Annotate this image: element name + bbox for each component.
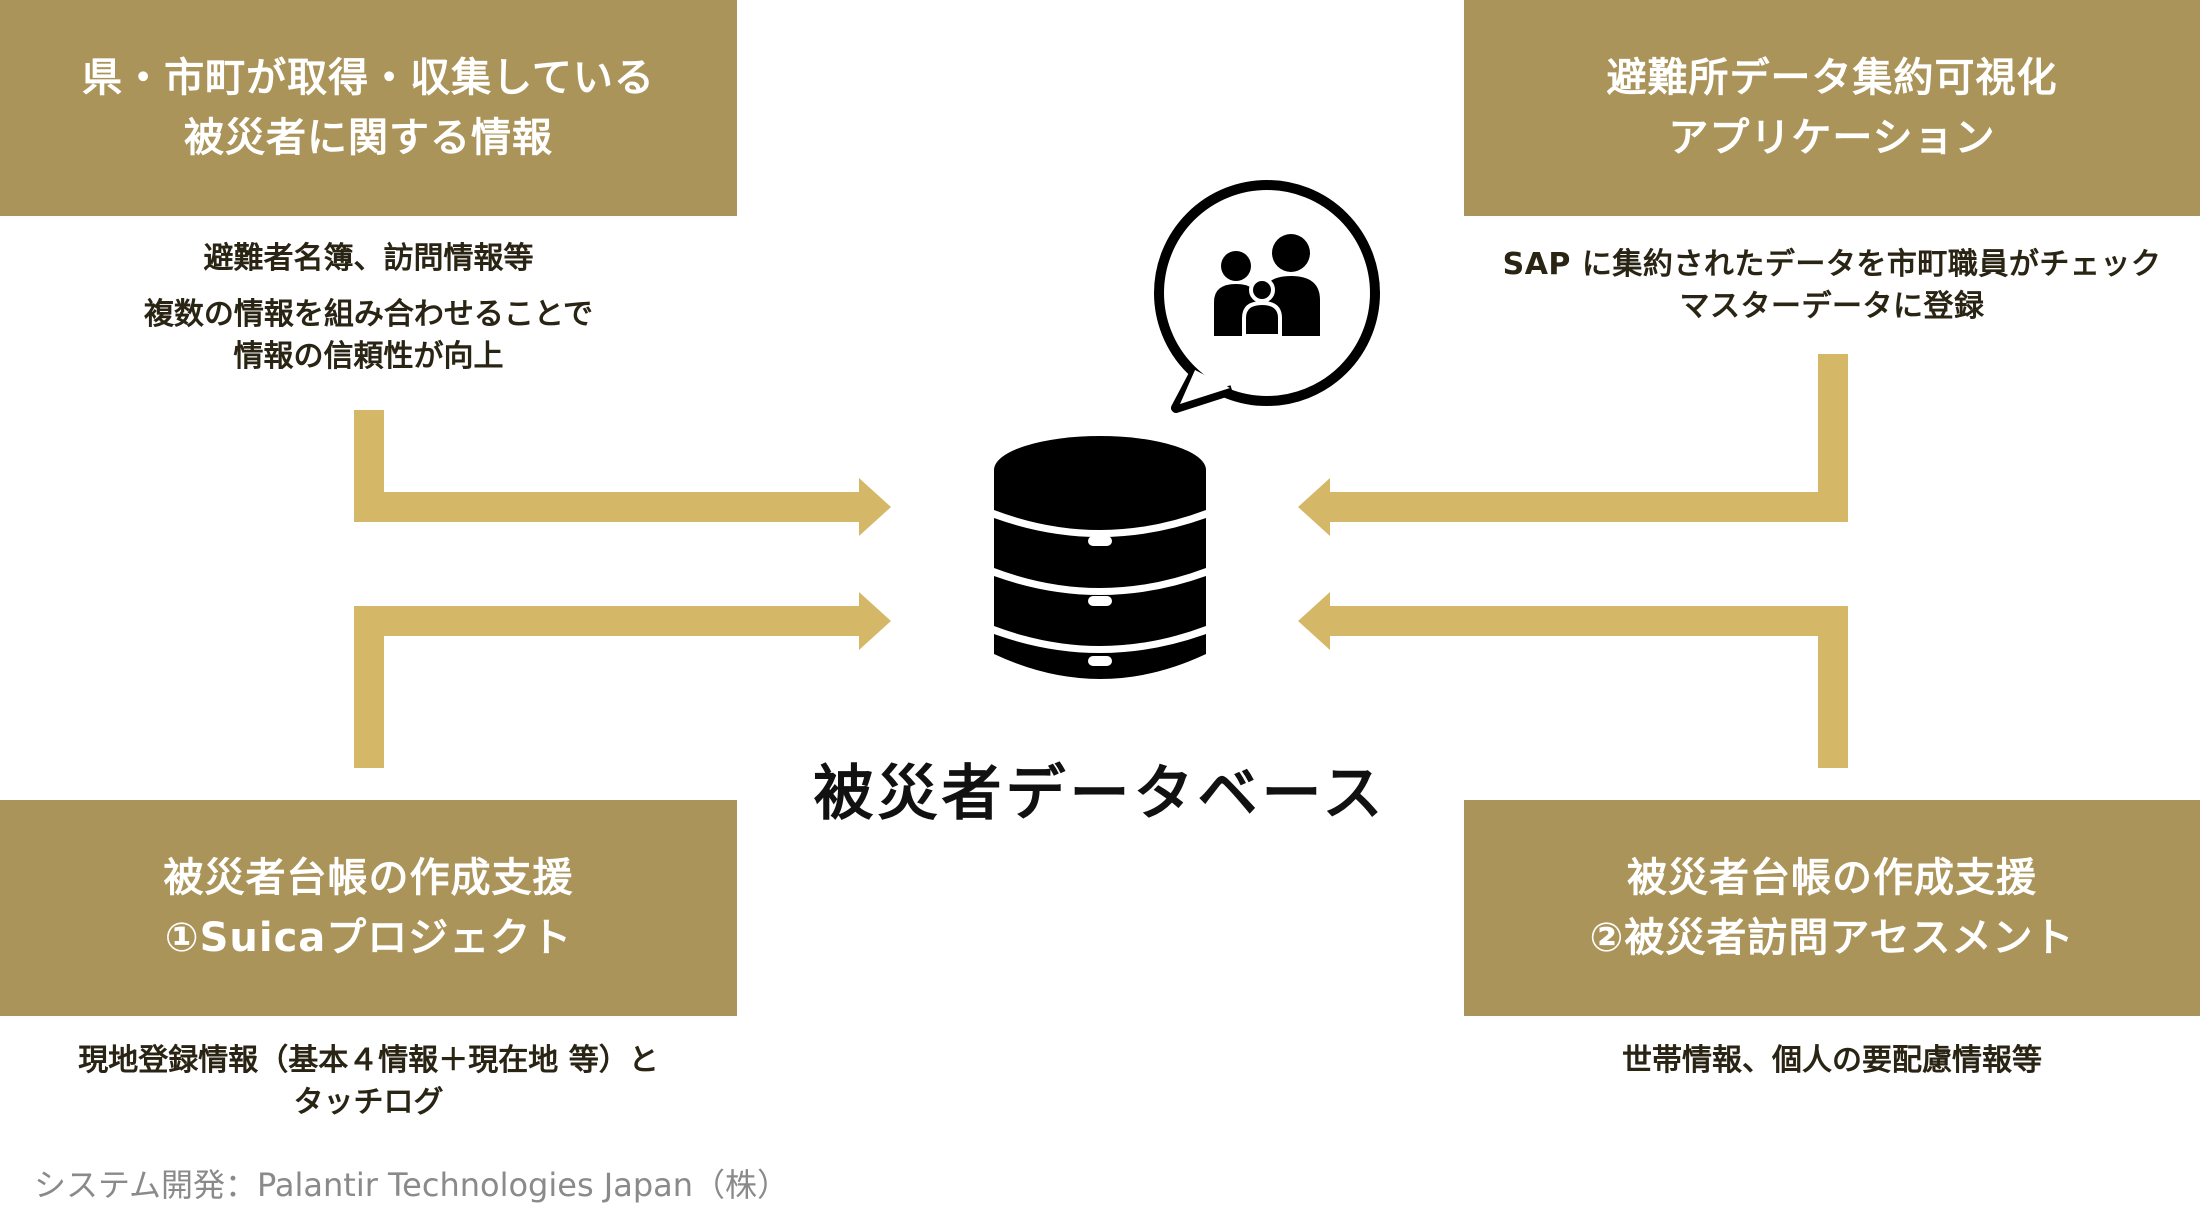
box-title-line1: 県・市町が取得・収集している <box>82 55 655 101</box>
description-line: 現地登録情報（基本４情報＋現在地 等）と <box>78 1043 659 1078</box>
database-icon <box>994 436 1206 679</box>
box-title-line2: アプリケーション <box>1668 115 1996 161</box>
description-top-right: SAP に集約されたデータを市町職員がチェック マスターデータに登録 <box>1464 244 2200 328</box>
description-top-left: 避難者名簿、訪問情報等 複数の情報を組み合わせることで 情報の信頼性が向上 <box>40 238 697 378</box>
arrow-top-left <box>354 410 891 536</box>
box-suica-project: 被災者台帳の作成支援 ①Suicaプロジェクト <box>0 800 737 1016</box>
arrow-top-right <box>1298 354 1848 536</box>
family-speech-bubble-icon <box>1154 180 1380 413</box>
description-line: 世帯情報、個人の要配慮情報等 <box>1622 1043 2042 1078</box>
description-bottom-left: 現地登録情報（基本４情報＋現在地 等）と タッチログ <box>0 1040 737 1124</box>
box-visit-assessment: 被災者台帳の作成支援 ②被災者訪問アセスメント <box>1464 800 2200 1016</box>
box-shelter-app: 避難所データ集約可視化 アプリケーション <box>1464 0 2200 216</box>
box-title-line1: 被災者台帳の作成支援 <box>1627 855 2037 901</box>
description-line: 情報の信頼性が向上 <box>233 339 504 374</box>
box-title-line2: ②被災者訪問アセスメント <box>1589 915 2075 961</box>
description-line: SAP に集約されたデータを市町職員がチェック <box>1502 247 2162 282</box>
database-title: 被災者データベース <box>813 759 1387 829</box>
arrow-bottom-right <box>1298 592 1848 768</box>
box-title-line2: ①Suicaプロジェクト <box>164 915 573 961</box>
arrow-bottom-left <box>354 592 891 768</box>
box-title-line1: 避難所データ集約可視化 <box>1606 55 2058 101</box>
description-line: マスターデータに登録 <box>1679 289 1985 324</box>
box-title-line2: 被災者に関する情報 <box>184 115 553 161</box>
box-prefecture-municipal-info: 県・市町が取得・収集している 被災者に関する情報 <box>0 0 737 216</box>
description-line: 避難者名簿、訪問情報等 <box>203 241 534 276</box>
description-line: タッチログ <box>293 1085 444 1120</box>
box-title-line1: 被災者台帳の作成支援 <box>163 855 574 901</box>
description-line: 複数の情報を組み合わせることで <box>143 297 594 332</box>
footer-credit: システム開発：Palantir Technologies Japan（株） <box>34 1166 790 1204</box>
description-bottom-right: 世帯情報、個人の要配慮情報等 <box>1464 1040 2200 1082</box>
